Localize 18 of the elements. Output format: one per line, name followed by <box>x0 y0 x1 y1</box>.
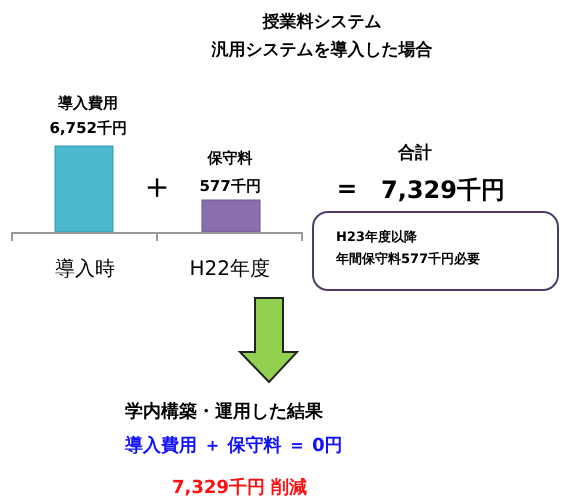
bar-value: 577千円 <box>200 178 261 194</box>
equals-sign: ＝ <box>333 172 361 204</box>
title: 授業料システム <box>262 12 382 32</box>
axis-label: 導入時 <box>55 257 115 279</box>
total-value: 7,329千円 <box>381 177 505 204</box>
axis-label: H22年度 <box>190 257 270 279</box>
result-equation: 導入費用 ＋ 保守料 ＝ 0円 <box>125 436 343 456</box>
bar-label: 導入費用 <box>58 94 118 111</box>
savings-text: 7,329千円 削減 <box>172 478 308 498</box>
bar-value: 6,752千円 <box>50 120 127 136</box>
result-heading: 学内構築・運用した結果 <box>125 402 323 422</box>
subtitle: 汎用システムを導入した場合 <box>212 40 432 60</box>
note-text: H23年度以降 <box>336 228 418 247</box>
bar-label: 保守料 <box>208 150 252 166</box>
total-label: 合計 <box>398 144 432 162</box>
plus-sign: ＋ <box>139 167 175 207</box>
note-text: 年間保守料577千円必要 <box>336 250 482 269</box>
note-box <box>312 211 559 291</box>
